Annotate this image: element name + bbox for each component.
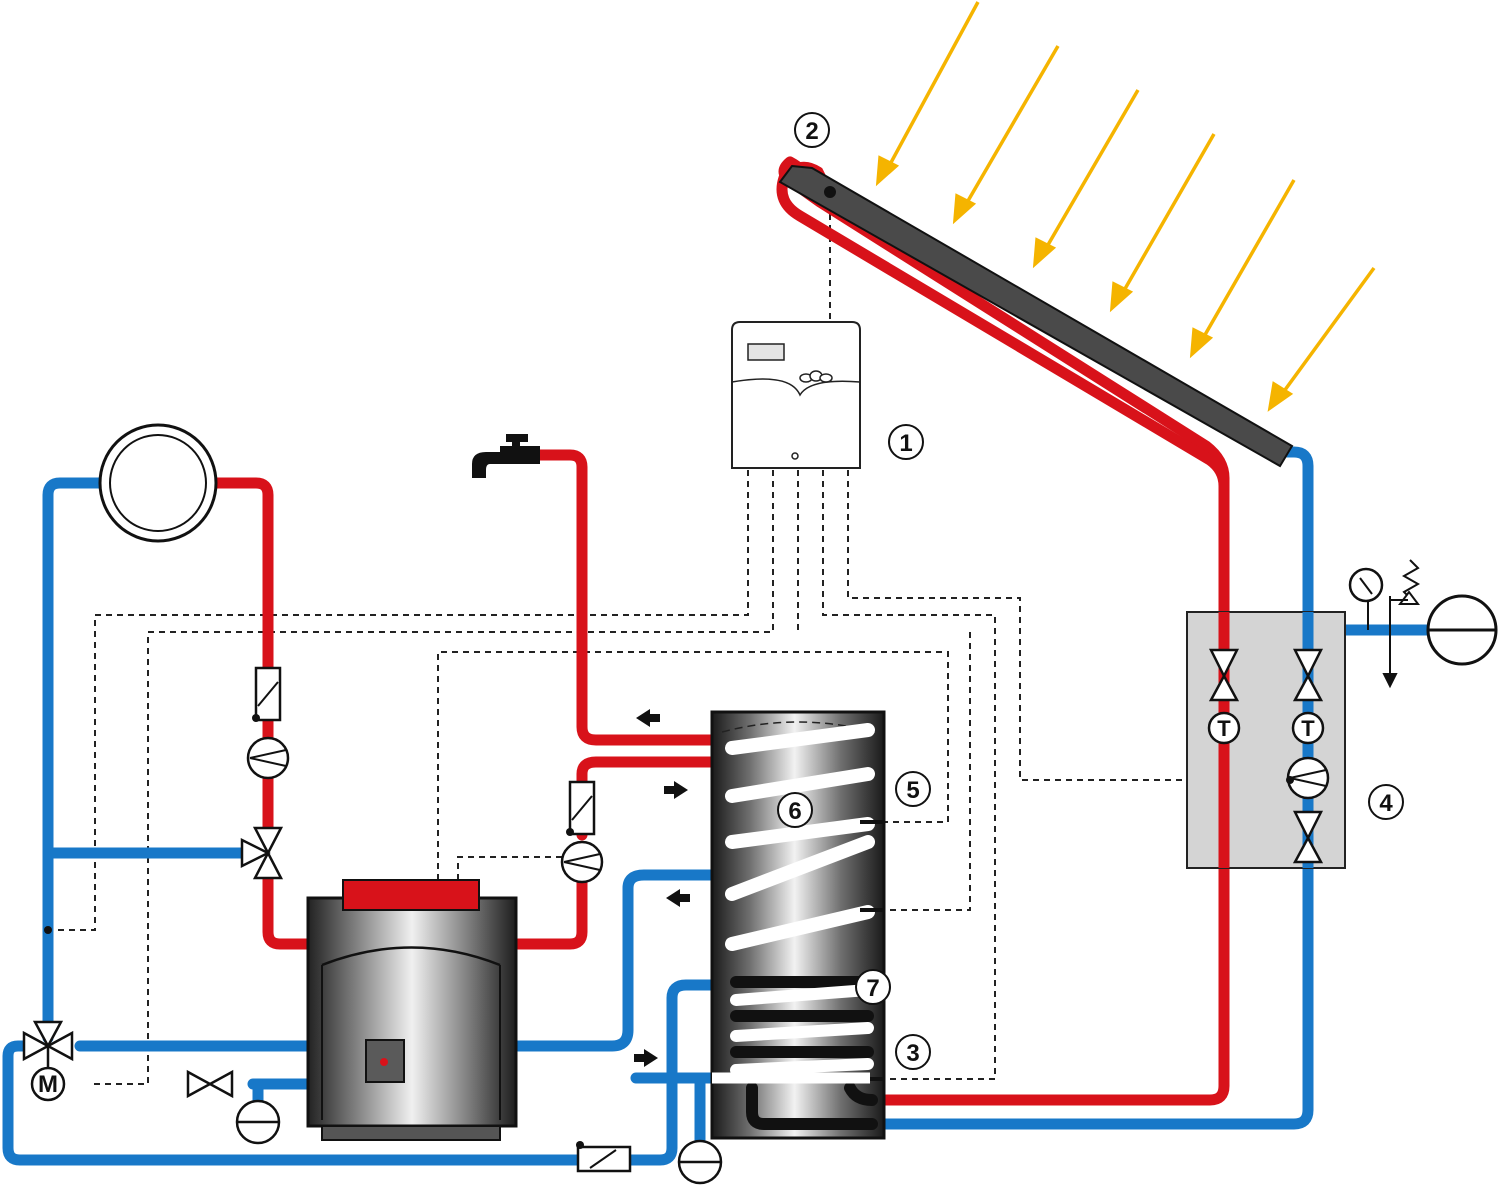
callout-1: 1 — [888, 424, 924, 460]
pump-icon — [246, 736, 290, 780]
callout-5: 5 — [895, 771, 931, 807]
valve-icon — [1292, 810, 1324, 864]
flow-arrow-icon — [664, 781, 688, 799]
valve-icon — [1208, 648, 1240, 702]
three-way-valve-icon — [22, 1020, 74, 1062]
storage-cylinder — [710, 710, 886, 1140]
callout-label: 3 — [906, 1040, 919, 1067]
tap-icon — [472, 434, 540, 478]
return-pipes — [2, 446, 1438, 1166]
boiler — [306, 879, 518, 1141]
pressure-gauge-icon — [1348, 567, 1384, 630]
sun-ray-icon — [952, 45, 1060, 225]
lower-heat-exchanger-coil — [730, 976, 878, 1130]
sun-ray-icon — [1189, 179, 1296, 359]
flow-arrow-icon — [666, 889, 690, 907]
flow-arrow-icon — [636, 709, 660, 727]
callout-label: 2 — [805, 118, 818, 145]
solar-controller — [731, 321, 861, 469]
lower-coil-white — [730, 984, 874, 1076]
callout-label: 1 — [899, 430, 912, 457]
collector-sensor — [824, 186, 836, 198]
thermometer-icon: T — [1291, 711, 1325, 745]
sun-ray-icon — [1267, 266, 1376, 412]
three-way-valve-icon — [240, 826, 284, 880]
valve-icon — [1292, 648, 1324, 702]
upper-heat-exchanger-coil — [725, 723, 875, 951]
flow-meter-icon — [252, 666, 282, 722]
flow-arrow-icon — [634, 1049, 658, 1067]
thermometer-icon: T — [1207, 711, 1241, 745]
solar-collector — [778, 164, 1294, 468]
callout-label: 5 — [906, 777, 919, 804]
expansion-vessel-icon — [677, 1139, 723, 1185]
expansion-vessel-icon — [1426, 594, 1498, 666]
control-wiring — [48, 192, 1290, 1085]
motor-label: M — [38, 1071, 58, 1098]
callout-3: 3 — [895, 1034, 931, 1070]
motor-icon: M — [30, 1046, 66, 1102]
expansion-vessel-icon — [235, 1099, 281, 1145]
boiler-indicator-light — [380, 1058, 388, 1066]
pump-icon — [1286, 756, 1330, 800]
callout-label: 6 — [788, 798, 801, 825]
callout-6: 6 — [777, 792, 813, 828]
callout-4: 4 — [1368, 784, 1404, 820]
sun-ray-icon — [875, 1, 980, 187]
solar-station: T T — [1186, 611, 1346, 869]
radiator-icon — [98, 423, 218, 543]
callout-label: 7 — [866, 975, 879, 1002]
flow-meter-icon — [566, 780, 596, 836]
flow-arrows — [634, 709, 690, 1067]
pump-icon — [560, 840, 604, 884]
sun-ray-icon — [1109, 133, 1216, 313]
callout-label: 4 — [1379, 790, 1393, 817]
controller-display — [747, 343, 785, 361]
flow-meter-icon — [576, 1141, 632, 1173]
sun-ray-icon — [1032, 89, 1140, 269]
sun-rays — [875, 1, 1376, 412]
thermometer-label: T — [1301, 716, 1315, 741]
valve-icon — [186, 1069, 234, 1099]
thermometer-label: T — [1217, 716, 1231, 741]
safety-valve-icon — [1382, 559, 1421, 689]
controller-buttons — [799, 370, 833, 383]
callout-7: 7 — [855, 969, 891, 1005]
callout-2: 2 — [794, 112, 830, 148]
